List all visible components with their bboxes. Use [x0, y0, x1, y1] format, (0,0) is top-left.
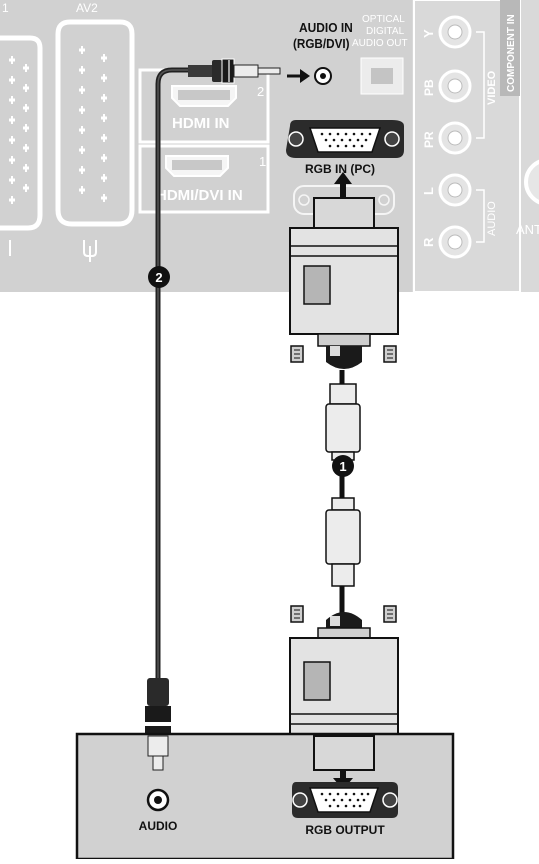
rgb-output-label: RGB OUTPUT — [305, 823, 385, 837]
jack-pr — [438, 121, 472, 155]
vga-plug-top — [289, 197, 399, 369]
rgb-in-label: RGB IN (PC) — [305, 162, 375, 176]
hdmi-2-label: HDMI/DVI IN — [156, 187, 243, 204]
jack-pb-label: PB — [422, 79, 436, 96]
ferrite-core-bottom — [325, 497, 361, 587]
jack-l-label: L — [421, 187, 436, 195]
group-brackets — [476, 31, 485, 243]
jack-y — [438, 15, 472, 49]
rgb-in-port — [286, 120, 404, 158]
ground-icon — [83, 240, 97, 262]
optical-port — [360, 57, 404, 95]
jack-r — [438, 225, 472, 259]
callout-1: 1 — [332, 455, 354, 477]
scart-av2-label: AV2 — [76, 1, 98, 15]
audio-in-label: AUDIO IN — [299, 21, 353, 36]
jack-r-label: R — [421, 237, 436, 247]
callout-2: 2 — [148, 266, 170, 288]
hdmi-1-label: HDMI IN — [172, 115, 230, 132]
source-device: AUDIO RGB OUTPUT — [75, 732, 455, 861]
tv-back-panel: 1 AV2 HDMI IN — [0, 0, 539, 293]
audio-in-jack — [314, 67, 332, 85]
video-label: VIDEO — [486, 70, 498, 105]
audio-out-jack — [146, 788, 170, 812]
jack-pb — [438, 69, 472, 103]
optical-label-3: AUDIO OUT — [352, 38, 408, 49]
callout-2-label: 2 — [155, 270, 162, 285]
component-jacks — [438, 15, 472, 259]
audio-label: AUDIO — [139, 819, 178, 833]
component-label: COMPONENT IN — [506, 14, 517, 92]
jack-l — [438, 173, 472, 207]
scart-1-label: 1 — [2, 1, 9, 15]
audio-group-label: AUDIO — [486, 201, 498, 236]
audio-in-label-2: (RGB/DVI) — [293, 36, 350, 51]
antenna-label: ANT — [516, 222, 539, 237]
hdmi-2-number: 1 — [259, 154, 266, 169]
jack-pr-label: PR — [422, 131, 436, 148]
callout-1-label: 1 — [339, 459, 346, 474]
optical-label-1: OPTICAL — [362, 14, 405, 25]
hdmi-port-1 — [138, 144, 270, 214]
antenna-port — [524, 159, 539, 205]
arrow-right-icon — [287, 69, 310, 83]
scart-port-av2 — [55, 19, 135, 227]
component-panel — [413, 0, 521, 293]
audio-plug-top — [188, 58, 281, 84]
arrow-up-icon — [334, 172, 352, 197]
jack-y-label: Y — [421, 29, 436, 38]
hdmi-1-number: 2 — [257, 84, 264, 99]
rgb-output-port — [292, 782, 398, 818]
ferrite-core-top — [325, 383, 361, 461]
scart-port-1 — [0, 35, 43, 231]
optical-label-2: DIGITAL — [366, 26, 405, 37]
